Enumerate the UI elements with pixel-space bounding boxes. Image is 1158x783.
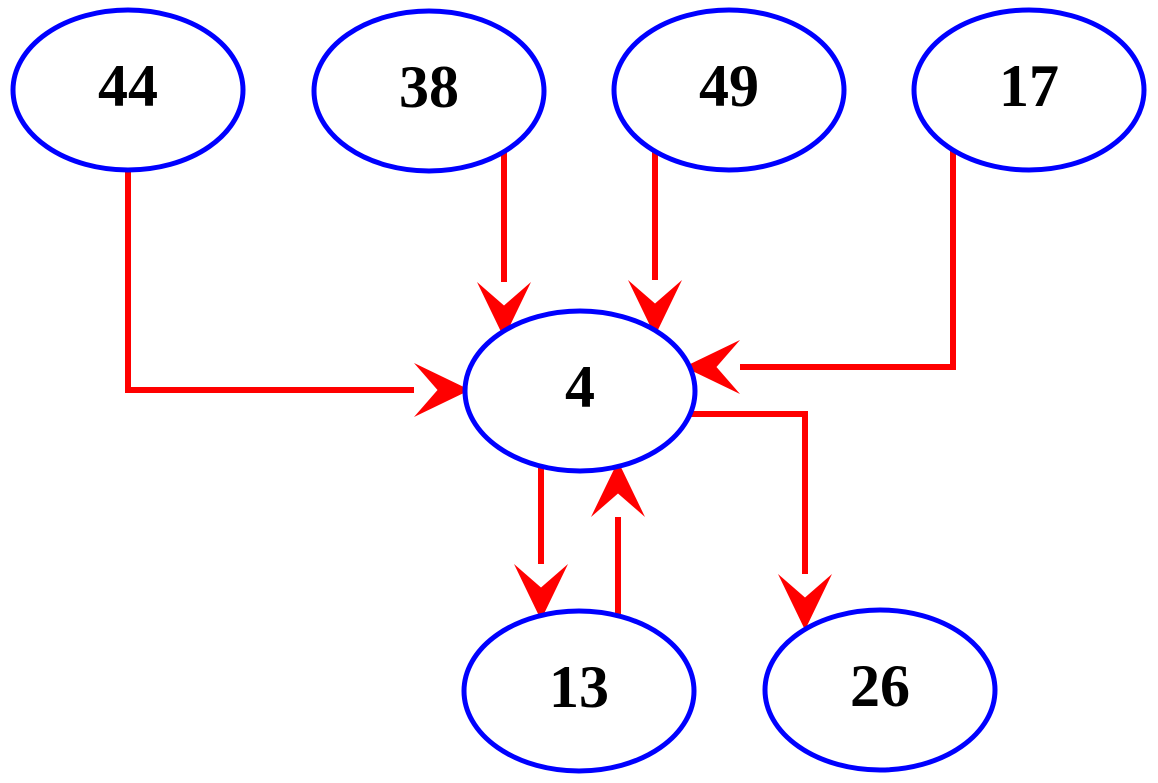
edge-13-to-4[interactable]	[591, 461, 645, 618]
node-label: 26	[850, 653, 910, 719]
edge-4-to-26[interactable]	[688, 411, 832, 630]
node-label: 13	[549, 654, 609, 720]
arrowhead-icon	[514, 564, 568, 620]
node-label: 4	[565, 354, 595, 420]
node-38[interactable]: 38	[311, 8, 547, 174]
edge-4-to-13[interactable]	[514, 462, 568, 620]
node-ellipse	[911, 7, 1147, 173]
node-4[interactable]: 4	[462, 308, 698, 474]
node-26[interactable]: 26	[762, 607, 998, 773]
edge-line	[125, 170, 414, 393]
edge-38-to-4[interactable]	[477, 150, 531, 338]
node-13[interactable]: 13	[461, 608, 697, 774]
edge-49-to-4[interactable]	[628, 146, 682, 336]
arrowhead-icon	[414, 363, 470, 417]
node-label: 44	[98, 53, 158, 119]
edges-layer	[125, 146, 956, 630]
node-ellipse	[762, 607, 998, 773]
arrowhead-icon	[628, 280, 682, 336]
edge-44-to-4[interactable]	[125, 170, 470, 417]
node-label: 49	[699, 53, 759, 119]
nodes-layer: 44 38 49 17 4 13 26	[10, 7, 1147, 774]
node-label: 38	[399, 54, 459, 120]
node-ellipse	[10, 7, 246, 173]
node-ellipse	[311, 8, 547, 174]
arrowhead-icon	[778, 574, 832, 630]
arrowhead-icon	[684, 340, 740, 394]
node-17[interactable]: 17	[911, 7, 1147, 173]
edge-17-to-4[interactable]	[684, 148, 956, 394]
node-label: 17	[999, 53, 1059, 119]
node-44[interactable]: 44	[10, 7, 246, 173]
node-ellipse	[611, 7, 847, 173]
node-49[interactable]: 49	[611, 7, 847, 173]
node-ellipse	[461, 608, 697, 774]
edge-line	[688, 411, 808, 574]
edge-line	[740, 148, 956, 370]
node-ellipse	[462, 308, 698, 474]
arrowhead-icon	[477, 282, 531, 338]
arrowhead-icon	[591, 461, 645, 517]
